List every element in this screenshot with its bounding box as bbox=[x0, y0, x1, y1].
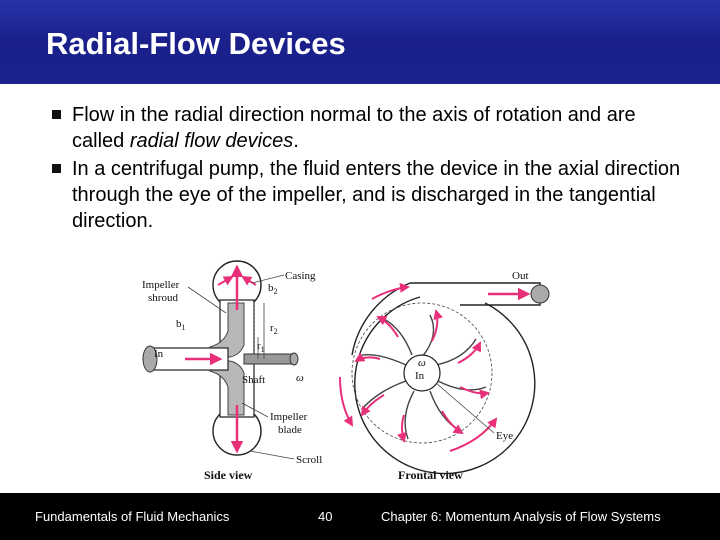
impeller-shroud-label-1: Impeller bbox=[142, 279, 180, 291]
impeller-shroud-label-2: shroud bbox=[148, 292, 178, 304]
impeller-blade-label-1: Impeller bbox=[270, 411, 308, 423]
title-bar: Radial-Flow Devices bbox=[0, 0, 720, 84]
bullet-text: Flow in the radial direction normal to t… bbox=[72, 104, 636, 152]
scroll-label: Scroll bbox=[296, 454, 322, 466]
footer-course-title: Fundamentals of Fluid Mechanics bbox=[35, 509, 230, 524]
bullet-text-end: . bbox=[293, 130, 299, 152]
page-number: 40 bbox=[318, 509, 333, 524]
bullet-emphasis: radial flow devices bbox=[129, 130, 294, 152]
eye-label: Eye bbox=[496, 430, 513, 442]
b2-label: b2 bbox=[268, 282, 278, 296]
bullet-item: In a centrifugal pump, the fluid enters … bbox=[52, 156, 692, 234]
bullet-square-icon bbox=[52, 110, 61, 119]
out-label: Out bbox=[512, 270, 529, 282]
bullet-square-icon bbox=[52, 164, 61, 173]
front-in-label: In bbox=[415, 370, 425, 382]
pump-figure: Impeller shroud Casing b2 b1 r2 r1 In Sh… bbox=[142, 260, 550, 482]
impeller-blade-label-2: blade bbox=[278, 424, 302, 436]
frontal-view-caption: Frontal view bbox=[398, 468, 463, 482]
bullet-list: Flow in the radial direction normal to t… bbox=[52, 102, 692, 236]
side-in-label: In bbox=[154, 348, 164, 360]
side-view-diagram bbox=[142, 260, 299, 460]
slide-title: Radial-Flow Devices bbox=[46, 26, 346, 61]
outlet-end-shape bbox=[530, 284, 550, 304]
side-omega-label: ω bbox=[296, 372, 304, 384]
bullet-item: Flow in the radial direction normal to t… bbox=[52, 102, 692, 154]
b1-label: b1 bbox=[176, 318, 186, 332]
frontal-view-diagram bbox=[339, 282, 550, 475]
shaft-label: Shaft bbox=[242, 374, 265, 386]
front-omega-label: ω bbox=[418, 357, 426, 369]
footer-bar: Fundamentals of Fluid Mechanics 40 Chapt… bbox=[0, 493, 720, 540]
bullet-text: In a centrifugal pump, the fluid enters … bbox=[72, 158, 681, 232]
casing-label: Casing bbox=[285, 270, 316, 282]
r1-label: r1 bbox=[257, 340, 265, 354]
eye-circle bbox=[403, 354, 441, 392]
r2-label: r2 bbox=[270, 322, 278, 336]
side-view-caption: Side view bbox=[204, 468, 253, 482]
footer-chapter-title: Chapter 6: Momentum Analysis of Flow Sys… bbox=[381, 509, 661, 524]
